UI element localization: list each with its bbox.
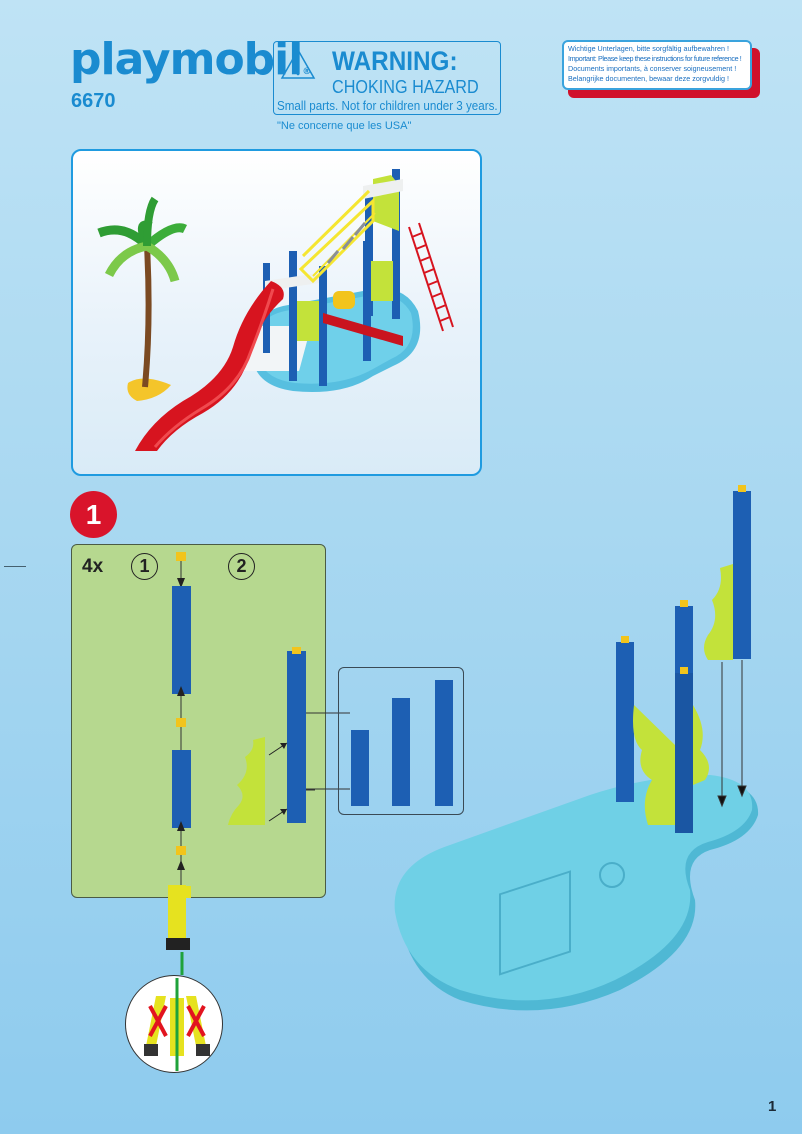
base-assembly-drawing (394, 485, 759, 1011)
callout-lines (306, 712, 350, 790)
choking-hazard-warning: WARNING: CHOKING HAZARD Small parts. Not… (273, 41, 501, 115)
notice-line-nl: Belangrijke documenten, bewaar deze zorg… (568, 74, 730, 83)
warning-footnote: "Ne concerne que les USA" (277, 120, 412, 132)
warning-detail: Small parts. Not for children under 3 ye… (277, 98, 498, 113)
short-pillar-icon (351, 730, 369, 806)
pool-base-icon (394, 775, 759, 1011)
step-number-badge: 1 (70, 491, 117, 538)
notice-line-fr: Documents importants, à conserver soigne… (568, 64, 737, 73)
red-slide-icon (135, 281, 284, 451)
red-ladder-icon (408, 222, 454, 332)
long-pillar-icon (435, 680, 453, 806)
incorrect-orientation-detail (125, 975, 223, 1073)
rope-bridge-icon (298, 189, 376, 284)
green-bracket-icon (633, 564, 733, 825)
connector-icon (176, 552, 186, 561)
connector-icon (621, 485, 746, 674)
tower-structure-icon (263, 169, 403, 386)
subassembly-panel (71, 544, 326, 898)
playmobil-logo: playmobil® (70, 34, 311, 85)
pillar-assembly-drawing (172, 552, 191, 898)
page-number: 1 (768, 1098, 777, 1115)
pillar-length-inset (338, 667, 464, 815)
yellow-foot-piece-icon (166, 885, 190, 975)
warning-title: WARNING: (332, 46, 458, 76)
model-number: 6670 (71, 90, 116, 112)
notice-line-en: Important: Please keep these instruction… (568, 54, 742, 63)
blue-pillar-icon (172, 586, 191, 694)
palm-tree-icon (97, 196, 188, 401)
margin-mark (4, 566, 26, 567)
blue-pillar-icon (616, 491, 751, 833)
substep-1-marker: 1 (131, 553, 158, 580)
notice-line-de: Wichtige Unterlagen, bitte sorgfältig au… (568, 44, 730, 53)
warning-triangle-icon (280, 48, 316, 79)
water-cannon-icon (323, 291, 403, 346)
quantity-label: 4x (82, 556, 104, 577)
keep-instructions-notice: Wichtige Unterlagen, bitte sorgfältig au… (562, 40, 752, 90)
blue-pillar-icon (287, 651, 306, 823)
bracket-assembly-drawing (227, 647, 315, 825)
green-bracket-icon (227, 737, 265, 825)
warning-subtitle: CHOKING HAZARD (332, 77, 479, 97)
substep-2-marker: 2 (228, 553, 255, 580)
medium-pillar-icon (392, 698, 410, 806)
finished-playset-image (71, 149, 482, 476)
